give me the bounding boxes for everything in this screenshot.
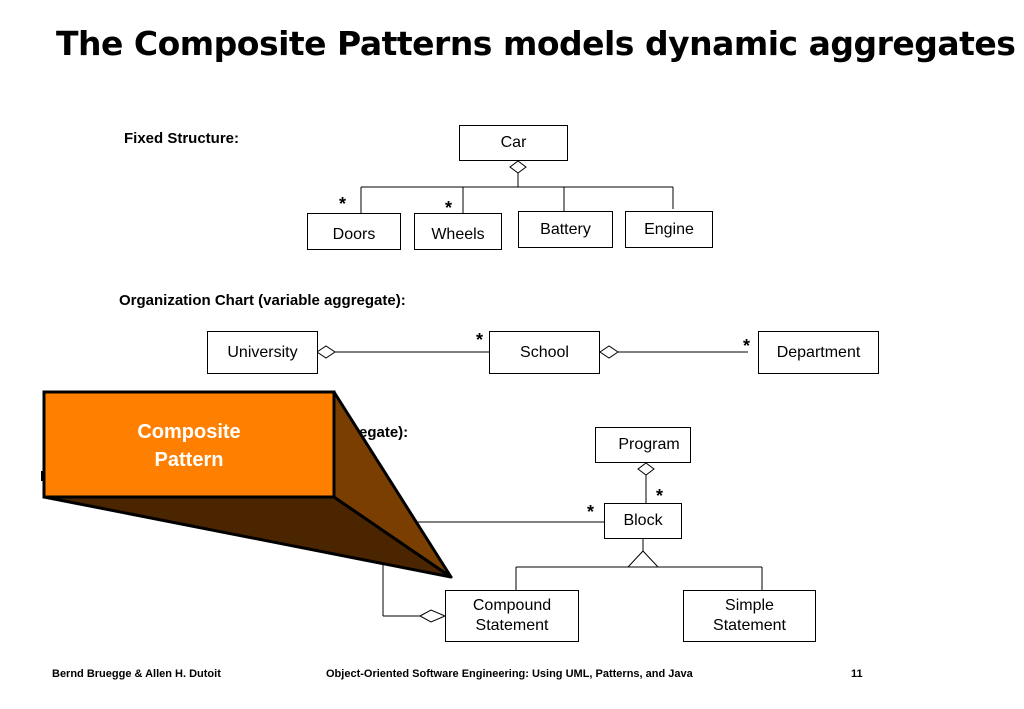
simple-line2: Statement [713, 617, 786, 634]
callout-line1: Composite [137, 421, 241, 443]
class-doors: Doors [307, 213, 401, 250]
multiplicity-block-program: * [656, 486, 664, 506]
class-department: Department [758, 331, 879, 374]
callout-label: Composite Pattern [46, 418, 332, 474]
class-block: Block [604, 503, 682, 539]
simple-line1: Simple [725, 597, 774, 614]
class-engine: Engine [625, 211, 713, 248]
class-simple-statement: Simple Statement [683, 590, 816, 642]
multiplicity-school: * [476, 330, 484, 350]
multiplicity-wheels: * [445, 198, 453, 218]
class-school: School [489, 331, 600, 374]
multiplicity-doors: * [339, 194, 347, 214]
footer-page-number: 11 [851, 668, 863, 680]
class-battery: Battery [518, 211, 613, 248]
multiplicity-department: * [743, 336, 751, 356]
callout-front-face [42, 390, 336, 499]
class-car: Car [459, 125, 568, 161]
org-chart-label: Organization Chart (variable aggregate): [119, 292, 406, 309]
fixed-structure-label: Fixed Structure: [124, 130, 240, 147]
compound-line1: Compound [472, 597, 552, 614]
slide-title: The Composite Patterns models dynamic ag… [56, 24, 1016, 63]
footer-book-title: Object-Oriented Software Engineering: Us… [326, 668, 693, 680]
multiplicity-block-compound: * [587, 502, 595, 522]
compound-line2: Statement [475, 617, 549, 634]
footer-authors: Bernd Bruegge & Allen H. Dutoit [52, 668, 221, 680]
callout-line2: Pattern [154, 449, 224, 471]
class-wheels: Wheels [414, 213, 502, 250]
class-university: University [207, 331, 318, 374]
class-compound-statement: Compound Statement [445, 590, 579, 642]
class-program: Program [595, 427, 691, 463]
